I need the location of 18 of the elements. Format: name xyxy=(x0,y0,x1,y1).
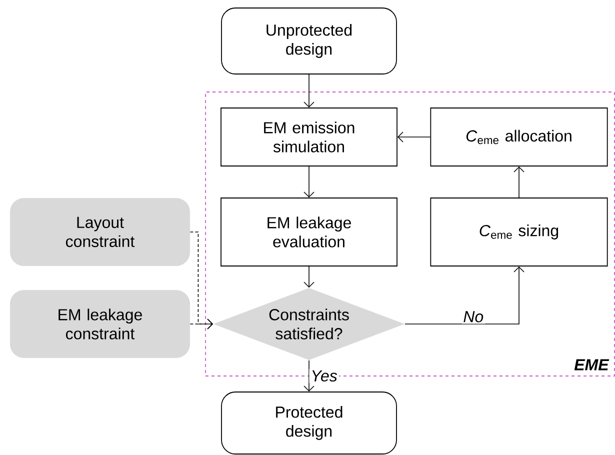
constraint-box: EM leakage constraint xyxy=(10,290,190,358)
process-box: C$_{eme}$ sizing xyxy=(430,198,608,266)
edge-label: No xyxy=(462,310,486,324)
process-box: EM leakage evaluation xyxy=(220,198,398,266)
arrow xyxy=(397,132,431,142)
constraint-box: Layout constraint xyxy=(10,198,190,266)
arrow xyxy=(514,166,524,198)
arrow xyxy=(304,166,314,198)
arrow xyxy=(304,266,314,288)
process-box: EM emission simulation xyxy=(220,108,398,166)
arrow xyxy=(404,266,524,324)
terminal-box: Unprotected design xyxy=(221,8,397,74)
arrow xyxy=(304,74,314,108)
edge-label: Yes xyxy=(309,368,339,384)
arrow xyxy=(304,360,314,392)
arrow xyxy=(190,318,214,330)
terminal-box: Protected design xyxy=(221,392,397,454)
process-box: C$_{eme}$ allocation xyxy=(430,108,608,166)
